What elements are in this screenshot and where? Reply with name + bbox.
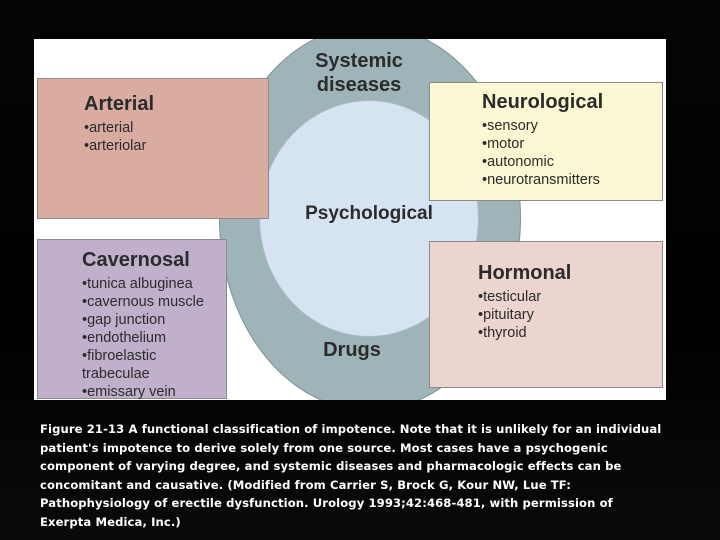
- list-item: fibroelastic trabeculae: [82, 347, 226, 383]
- list-item: arteriolar: [84, 137, 268, 155]
- hormonal-list: testicular pituitary thyroid: [478, 288, 662, 342]
- neurological-box: Neurological sensory motor autonomic neu…: [429, 82, 663, 201]
- list-item: emissary vein: [82, 383, 226, 400]
- list-item: arterial: [84, 119, 268, 137]
- list-item: autonomic: [482, 153, 662, 171]
- list-item: gap junction: [82, 311, 226, 329]
- hormonal-title: Hormonal: [478, 262, 572, 284]
- cavernosal-box: Cavernosal tunica albuginea cavernous mu…: [37, 239, 227, 400]
- arterial-title: Arterial: [84, 93, 155, 115]
- drugs-label: Drugs: [323, 339, 381, 361]
- neurological-title: Neurological: [482, 91, 604, 113]
- hormonal-box: Hormonal testicular pituitary thyroid: [429, 241, 663, 388]
- diagram-panel: Systemic diseases Psychological Drugs Ar…: [34, 39, 666, 400]
- list-item: sensory: [482, 117, 662, 135]
- list-item: thyroid: [478, 324, 662, 342]
- list-item: endothelium: [82, 329, 226, 347]
- arterial-box: Arterial arterial arteriolar: [37, 78, 269, 219]
- arterial-list: arterial arteriolar: [84, 119, 268, 155]
- neurological-list: sensory motor autonomic neurotransmitter…: [482, 117, 662, 189]
- list-item: cavernous muscle: [82, 293, 226, 311]
- list-item: testicular: [478, 288, 662, 306]
- list-item: pituitary: [478, 306, 662, 324]
- cavernosal-title: Cavernosal: [82, 249, 190, 271]
- list-item: tunica albuginea: [82, 275, 226, 293]
- systemic-diseases-label: Systemic diseases: [315, 50, 403, 96]
- psychological-label: Psychological: [305, 203, 433, 224]
- list-item: motor: [482, 135, 662, 153]
- list-item: neurotransmitters: [482, 171, 662, 189]
- cavernosal-list: tunica albuginea cavernous muscle gap ju…: [82, 275, 226, 400]
- figure-caption: Figure 21-13 A functional classification…: [40, 422, 662, 529]
